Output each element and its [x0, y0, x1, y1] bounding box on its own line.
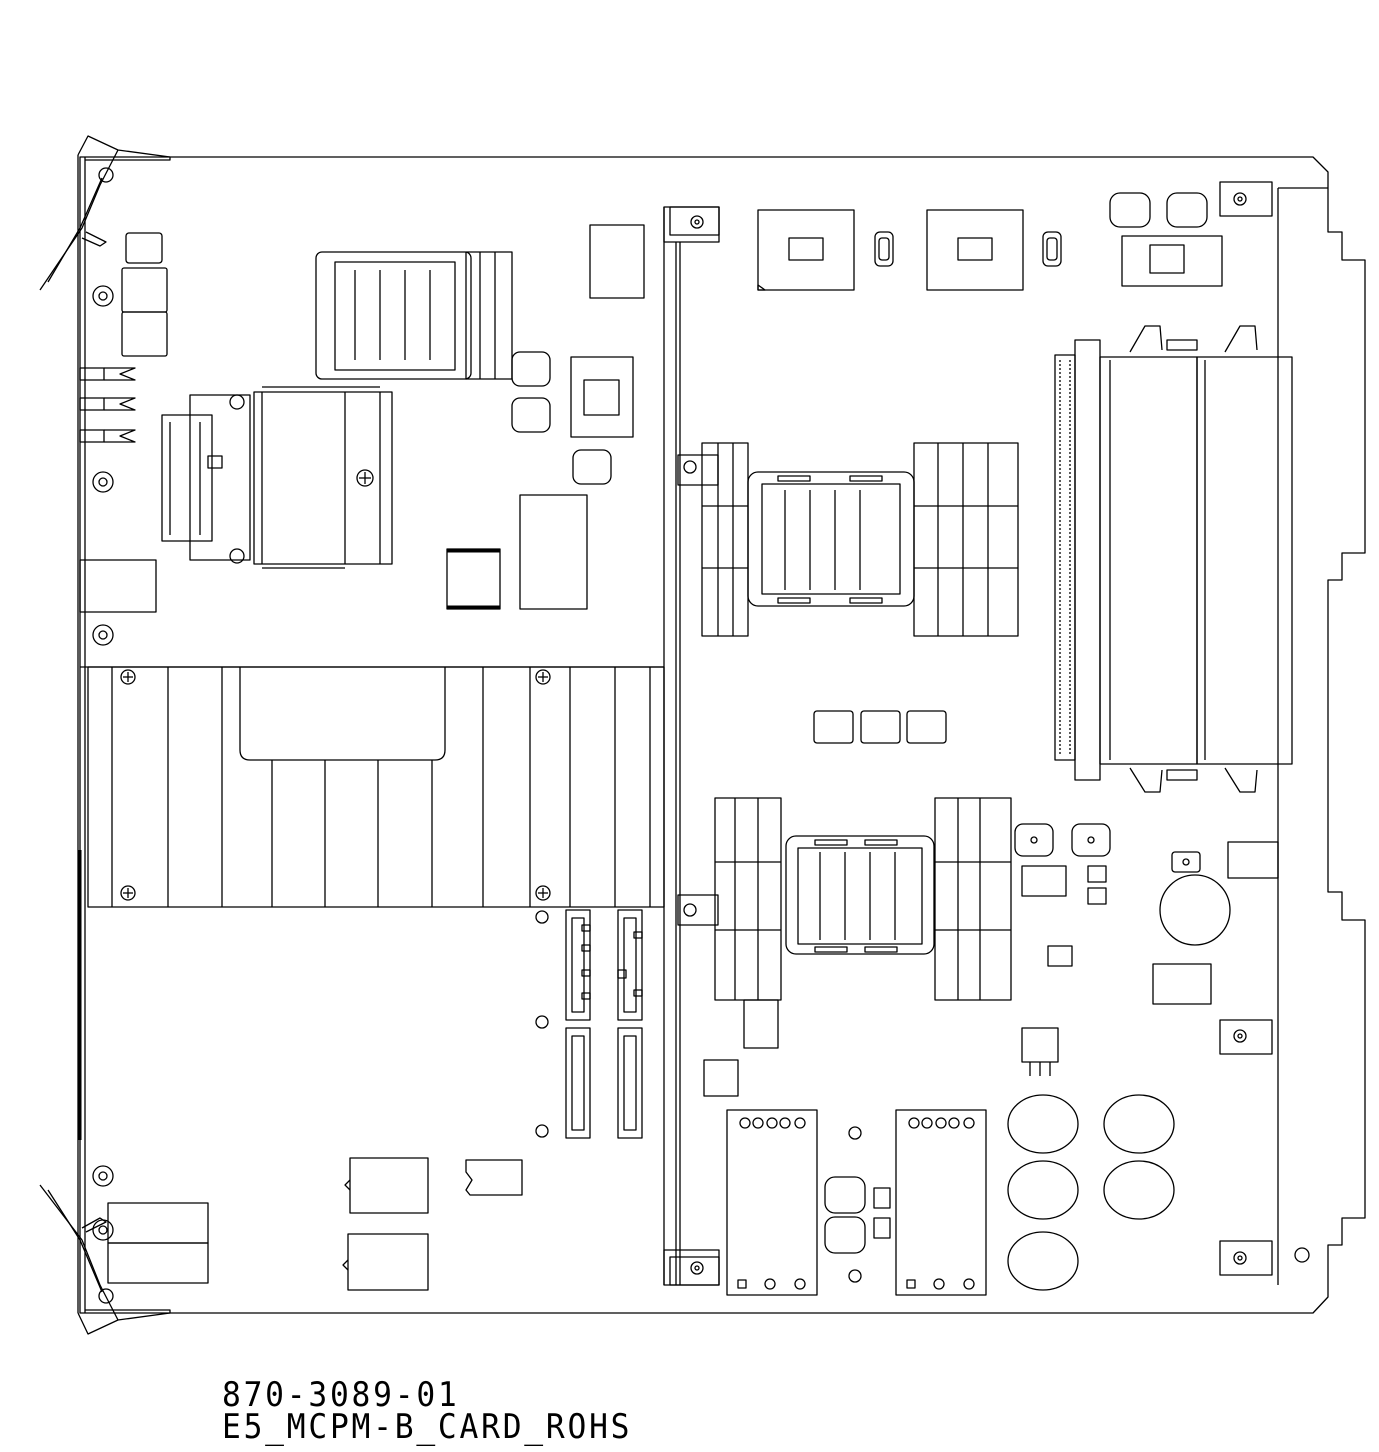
- board-outline: [80, 157, 1365, 1313]
- mezzanine-module: [162, 387, 392, 568]
- large-heatsink: [88, 667, 664, 907]
- power-modules: [727, 1095, 1174, 1295]
- upper-socket-heatsink: [316, 225, 644, 379]
- lower-socket-heatsink: [715, 798, 1011, 1000]
- middle-socket-heatsink: [702, 443, 1018, 636]
- part-number-label: 870-3089-01: [222, 1375, 460, 1415]
- left-lower-components: [343, 1158, 522, 1290]
- upper-passives: [447, 352, 633, 609]
- card-name-label: E5_MCPM-B_CARD_ROHS: [222, 1407, 633, 1447]
- right-lower-components: [704, 824, 1278, 1275]
- front-panel: [40, 136, 170, 1334]
- small-chip-row: [814, 711, 946, 743]
- memory-dimm-slots: [1055, 326, 1292, 792]
- top-right-chips: [758, 182, 1272, 290]
- left-top-components: [93, 233, 208, 1283]
- board-connectors: [536, 910, 642, 1138]
- divider-rail: [664, 207, 719, 1285]
